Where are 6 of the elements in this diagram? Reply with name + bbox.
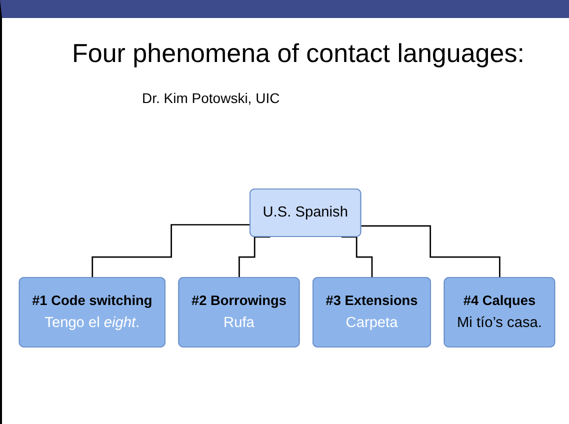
author-credit: Dr. Kim Potowski, UIC [142, 90, 280, 106]
connector [92, 224, 250, 279]
connector [361, 225, 501, 279]
connector [341, 236, 373, 279]
slide-title: Four phenomena of contact languages: [72, 38, 524, 69]
connector [238, 236, 270, 279]
